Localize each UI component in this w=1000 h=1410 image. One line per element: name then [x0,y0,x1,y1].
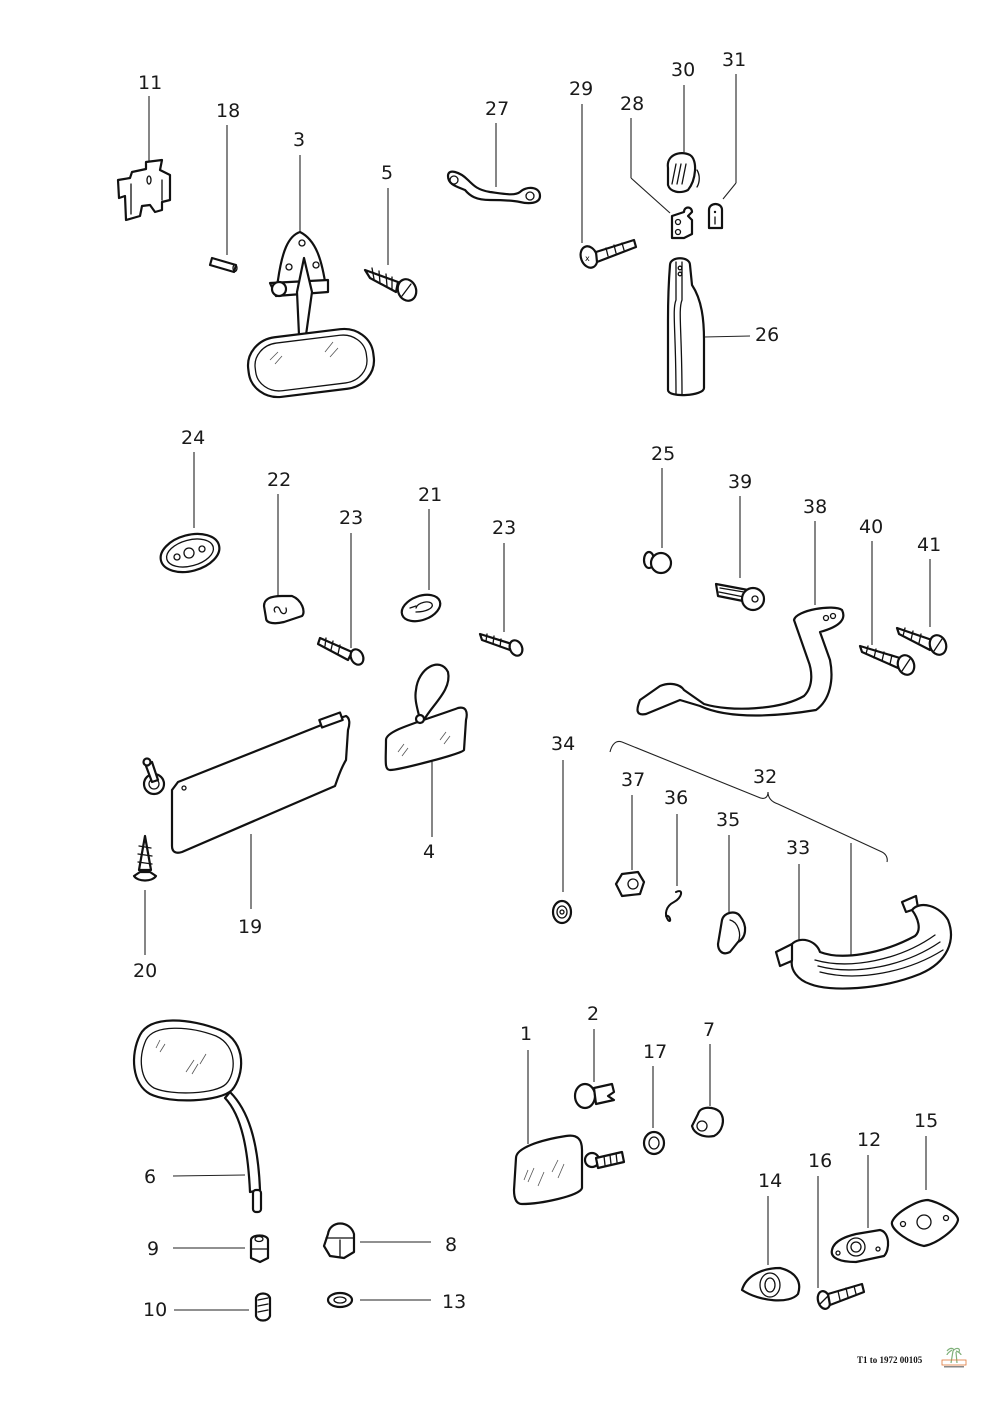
part-23-screw-b[interactable]: 23 [478,517,525,658]
callout-29: 29 [569,78,593,100]
callout-31: 31 [722,49,746,71]
part-27-bracket[interactable]: 27 [446,98,542,205]
part-31-insert[interactable]: 31 [707,49,746,230]
part-33-grab-handle[interactable]: 33 [774,837,953,990]
callout-9: 9 [147,1238,159,1260]
palm-tree-icon [946,1347,962,1364]
callout-26: 26 [755,324,779,346]
part-14-grommet[interactable]: 14 [740,1170,801,1302]
part-25-knob[interactable]: 25 [642,443,675,575]
footer-reference-code: T1 to 1972 00105 [857,1355,923,1365]
callout-32: 32 [753,766,777,788]
callout-38: 38 [803,496,827,518]
part-39-plug[interactable]: 39 [714,471,766,612]
part-18-pin[interactable]: 18 [208,100,240,274]
callout-35: 35 [716,809,740,831]
callout-40: 40 [859,516,883,538]
callout-7: 7 [703,1019,715,1041]
part-6-outside-mirror[interactable]: 6 [133,1019,263,1214]
part-11-clip[interactable]: 11 [116,72,172,222]
callout-36: 36 [664,787,688,809]
part-23-screw-a[interactable]: 23 [316,507,366,667]
part-35-end-cap[interactable]: 35 [716,809,747,955]
part-19-sun-visor[interactable]: 19 [142,711,351,938]
callout-17: 17 [643,1041,667,1063]
callout-22: 22 [267,469,291,491]
callout-1: 1 [520,1023,532,1045]
callout-11: 11 [138,72,162,94]
callout-34: 34 [551,733,575,755]
callout-2: 2 [587,1003,599,1025]
part-12-socket[interactable]: 12 [830,1129,890,1264]
part-41-screw[interactable]: 41 [895,534,949,657]
part-16-screw[interactable]: 16 [808,1150,866,1310]
callout-15: 15 [914,1110,938,1132]
part-17-washer[interactable]: 17 [642,1041,667,1156]
part-13-washer[interactable]: 13 [326,1291,466,1313]
part-37-nut[interactable]: 37 [614,769,645,898]
part-34-washer[interactable]: 34 [551,733,575,925]
callout-10: 10 [143,1299,167,1321]
callout-27: 27 [485,98,509,120]
part-20-screw[interactable]: 20 [132,834,157,982]
part-32-assembly-bracket: 32 [609,740,888,863]
logo [941,1347,967,1368]
callout-37: 37 [621,769,645,791]
callout-30: 30 [671,59,695,81]
callout-23a: 23 [339,507,363,529]
part-36-spring-clip[interactable]: 36 [664,787,688,922]
callout-39: 39 [728,471,752,493]
part-28-latch[interactable]: 28 [620,93,694,240]
part-38-grab-handle[interactable]: 38 [636,496,845,717]
callout-25: 25 [651,443,675,465]
callout-20: 20 [133,960,157,982]
callout-12: 12 [857,1129,881,1151]
callout-8: 8 [445,1234,457,1256]
logo-wordmark [941,1359,967,1366]
part-26-handle[interactable]: 26 [666,257,779,397]
part-21-clip[interactable]: 21 [398,484,444,626]
callout-13: 13 [442,1291,466,1313]
callout-18: 18 [216,100,240,122]
part-30-cap[interactable]: 30 [666,59,700,194]
callout-23b: 23 [492,517,516,539]
part-8-cap-nut[interactable]: 8 [322,1222,457,1260]
svg-text:x: x [585,254,590,263]
part-9-nut[interactable]: 9 [147,1234,270,1264]
callout-21: 21 [418,484,442,506]
callout-41: 41 [917,534,941,556]
part-7-knurled-nut[interactable]: 7 [690,1019,724,1138]
callout-6: 6 [144,1166,156,1188]
callout-4: 4 [423,841,435,863]
part-5-screw[interactable]: 5 [363,162,419,303]
callout-33: 33 [786,837,810,859]
callout-5: 5 [381,162,393,184]
callout-24: 24 [181,427,205,449]
part-4-mirror[interactable]: 4 [384,663,468,863]
callout-3: 3 [293,129,305,151]
callout-16: 16 [808,1150,832,1172]
callout-19: 19 [238,916,262,938]
part-29-screw[interactable]: 29 x [569,78,638,270]
part-22-holder[interactable]: 22 [262,469,305,625]
callout-28: 28 [620,93,644,115]
part-40-screw[interactable]: 40 [858,516,917,677]
callout-14: 14 [758,1170,782,1192]
part-10-threaded-nut[interactable]: 10 [143,1292,272,1322]
part-3-interior-mirror[interactable]: 3 [245,129,377,400]
part-15-gasket[interactable]: 15 [890,1110,960,1248]
part-2-button-clip[interactable]: 2 [573,1003,616,1110]
part-24-mount-base[interactable]: 24 [156,427,223,578]
part-1-mirror[interactable]: 1 [512,1023,626,1206]
